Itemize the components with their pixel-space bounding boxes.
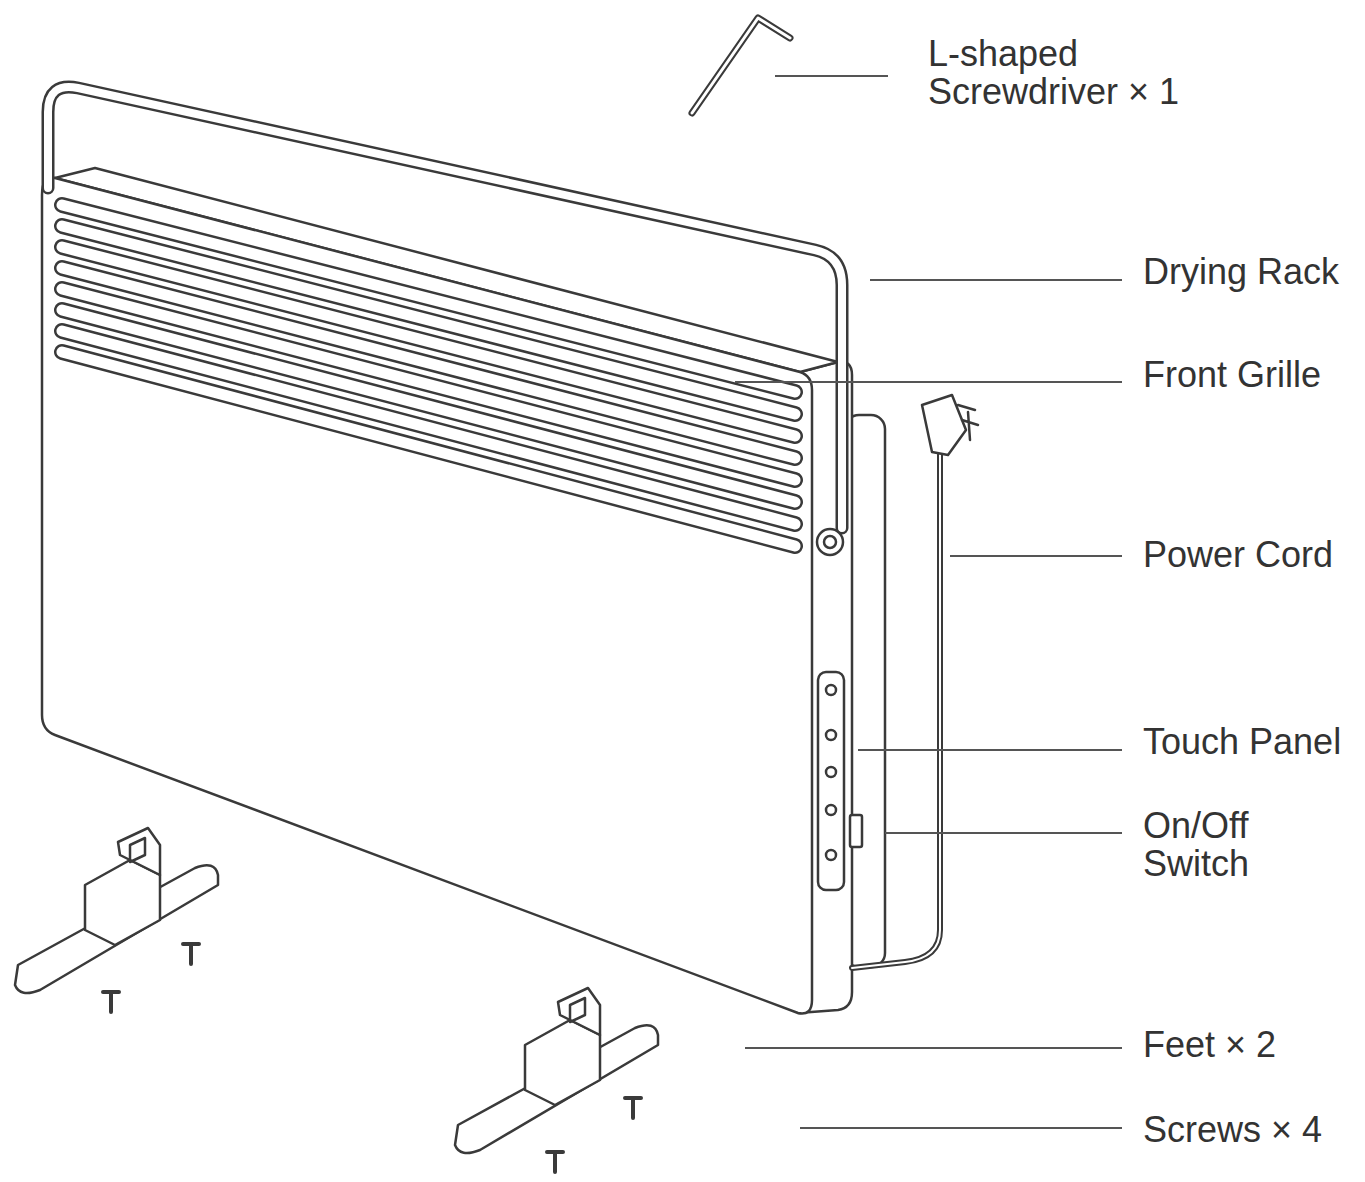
screwdriver-fill xyxy=(692,18,790,113)
rack-mount xyxy=(817,529,843,555)
part-label: Power Cord xyxy=(1143,536,1333,574)
drying-rack-fill xyxy=(48,87,842,528)
leader-lines xyxy=(735,76,1122,1128)
screw xyxy=(183,944,199,964)
leader-line xyxy=(800,1127,1122,1129)
foot-slot xyxy=(130,838,145,862)
foot-clip xyxy=(118,828,160,875)
grille-slot xyxy=(62,352,795,546)
part-label: Front Grille xyxy=(1143,356,1321,394)
grille-slot xyxy=(62,310,795,502)
touch-icon xyxy=(826,730,836,740)
touch-icon xyxy=(826,767,836,777)
touch-panel xyxy=(818,672,844,890)
drying-rack-outline xyxy=(48,87,842,528)
part-label: On/Off Switch xyxy=(1143,807,1281,883)
power-cord-fill xyxy=(852,455,940,968)
leader-line xyxy=(745,1047,1122,1049)
heater-face xyxy=(42,178,812,1014)
screw xyxy=(547,1152,563,1172)
part-label: Feet × 2 xyxy=(1143,1026,1276,1064)
heater-drawing xyxy=(15,18,978,1172)
leader-line xyxy=(885,832,1122,834)
screwdriver-outline xyxy=(692,18,790,113)
plug-prongs xyxy=(958,405,978,440)
foot-block xyxy=(525,1020,600,1105)
grille-slot xyxy=(62,331,795,524)
foot-block xyxy=(85,860,160,945)
leader-line xyxy=(950,555,1122,557)
rack-mount-inner xyxy=(824,536,836,548)
plug xyxy=(922,395,966,455)
part-label: Screws × 4 xyxy=(1143,1111,1322,1149)
power-cord-outline xyxy=(852,455,940,968)
part-label: Drying Rack xyxy=(1143,253,1339,291)
on-off-switch xyxy=(850,815,862,847)
foot xyxy=(15,828,218,993)
touch-icon xyxy=(826,685,836,695)
leader-line xyxy=(735,381,1122,383)
leader-line xyxy=(775,75,888,77)
foot xyxy=(455,988,658,1153)
screw xyxy=(103,992,119,1012)
grille-slot xyxy=(62,331,795,524)
foot-slot xyxy=(570,998,585,1022)
part-label: Touch Panel xyxy=(1143,723,1341,761)
part-label: L-shaped Screwdriver × 1 xyxy=(928,35,1216,111)
grille-slot xyxy=(62,352,795,546)
foot-clip xyxy=(558,988,600,1035)
grille-slot xyxy=(62,310,795,502)
touch-icon xyxy=(826,805,836,815)
front-grille xyxy=(62,205,795,546)
leader-line xyxy=(870,279,1122,281)
touch-icon xyxy=(826,850,836,860)
screw xyxy=(625,1098,641,1118)
leader-line xyxy=(858,749,1122,751)
